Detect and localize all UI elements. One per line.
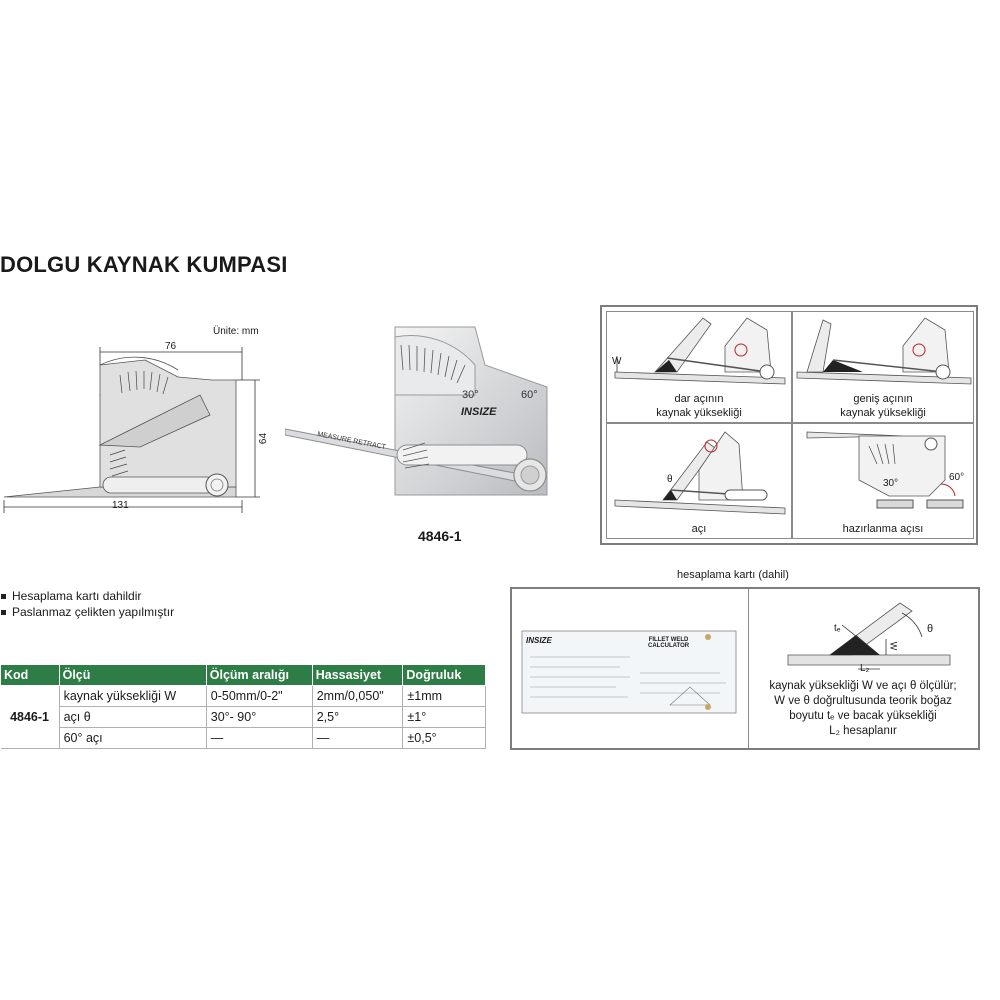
- w-label: W: [612, 356, 622, 367]
- cell-dogruluk: ±1°: [402, 706, 486, 728]
- narrow-angle-illustration: [614, 317, 786, 385]
- cell-hassasiyet: 2mm/0,050": [311, 685, 404, 707]
- card-te-label: tₑ: [834, 623, 841, 634]
- card-l2-label: L₂: [860, 663, 870, 674]
- angle-30-label: 30°: [462, 389, 479, 401]
- angle-60-usage-label: 60°: [949, 472, 965, 483]
- cell-aralik: 0-50mm/0-2": [205, 685, 313, 707]
- table-row: 60° açı — — ±0,5°: [1, 727, 486, 749]
- header-kod: Kod: [0, 664, 60, 686]
- page-title: DOLGU KAYNAK KUMPASI: [0, 252, 288, 277]
- caption-prep-angle: hazırlanma açısı: [842, 523, 924, 535]
- header-hassasiyet: Hassasiyet: [311, 664, 404, 686]
- fillet-weld-diagram: [787, 602, 951, 670]
- caption-wide-angle: geniş açının kaynak yüksekliği: [840, 393, 926, 419]
- table-row: 4846-1 kaynak yüksekliği W 0-50mm/0-2" 2…: [0, 685, 486, 749]
- dim-height: 64: [258, 432, 270, 445]
- cell-aralik: 30°- 90°: [205, 706, 313, 728]
- header-aralik: Ölçüm aralığı: [205, 664, 313, 686]
- cell-olcu: 60° açı: [58, 727, 207, 749]
- code-cell: 4846-1: [0, 685, 60, 749]
- product-photo: [285, 326, 548, 496]
- prep-angle-illustration: [806, 431, 964, 509]
- card-theta-label: θ: [927, 623, 934, 635]
- caption-angle: açı: [691, 523, 707, 535]
- header-dogruluk: Doğruluk: [402, 664, 486, 686]
- theta-label: θ: [667, 474, 673, 485]
- card-title: FILLET WELD CALCULATOR: [648, 637, 690, 649]
- card-divider: [748, 589, 749, 748]
- feature-list: Hesaplama kartı dahildir Paslanmaz çelik…: [0, 588, 174, 620]
- card-brand: INSIZE: [526, 636, 552, 645]
- cell-hassasiyet: —: [311, 727, 404, 749]
- cell-olcu: kaynak yüksekliği W: [58, 685, 207, 707]
- card-w-label: W: [888, 641, 899, 651]
- angle-30-usage-label: 30°: [883, 478, 899, 489]
- caption-narrow-angle: dar açının kaynak yüksekliği: [656, 393, 742, 419]
- calculator-card-image: [521, 630, 737, 714]
- cell-hassasiyet: 2,5°: [311, 706, 404, 728]
- usage-panel-wide-angle: geniş açının kaynak yüksekliği: [792, 311, 974, 423]
- cell-dogruluk: ±0,5°: [402, 727, 486, 749]
- usage-panel-angle: θ açı: [606, 423, 792, 539]
- usage-panel-prep-angle: 30° 60° hazırlanma açısı: [792, 423, 974, 539]
- dim-width-top: 76: [165, 341, 177, 352]
- usage-illustrations: W dar açının kaynak yüksekliği geniş açı…: [600, 305, 978, 545]
- unit-label: Ünite: mm: [213, 326, 259, 337]
- header-olcu: Ölçü: [58, 664, 207, 686]
- feature-item: Paslanmaz çelikten yapılmıştır: [0, 604, 174, 620]
- card-description: kaynak yüksekliği W ve açı θ ölçülür; W …: [769, 680, 957, 737]
- spec-table: Kod Ölçü Ölçüm aralığı Hassasiyet Doğrul…: [0, 664, 486, 749]
- wide-angle-illustration: [796, 317, 972, 385]
- angle-illustration: [614, 431, 786, 515]
- technical-drawing: [3, 347, 260, 513]
- cell-dogruluk: ±1mm: [402, 685, 486, 707]
- cell-olcu: açı θ: [58, 706, 207, 728]
- calculation-card-panel: INSIZE FILLET WELD CALCULATOR θ W tₑ L₂ …: [510, 587, 980, 750]
- product-code: 4846-1: [418, 528, 462, 544]
- brand-logo: INSIZE: [461, 406, 497, 418]
- cell-aralik: —: [205, 727, 313, 749]
- feature-item: Hesaplama kartı dahildir: [0, 588, 174, 604]
- angle-60-label: 60°: [521, 389, 538, 401]
- card-caption: hesaplama kartı (dahil): [677, 569, 789, 581]
- usage-panel-narrow-angle: W dar açının kaynak yüksekliği: [606, 311, 792, 423]
- dim-length: 131: [112, 500, 129, 511]
- table-row: açı θ 30°- 90° 2,5° ±1°: [1, 706, 486, 728]
